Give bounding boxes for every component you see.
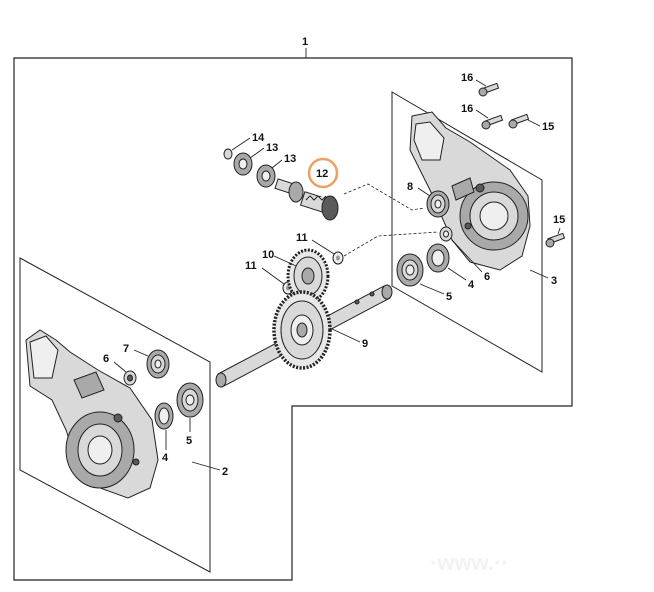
leader-8 xyxy=(417,187,431,197)
label-ring-4-left: 4 xyxy=(162,452,169,464)
label-washer-11-left: 11 xyxy=(245,260,257,272)
label-shaft-9: 9 xyxy=(362,338,368,350)
label-ring-4-right: 4 xyxy=(468,279,475,291)
bearing-5-right xyxy=(396,253,424,287)
dashed-align-upper xyxy=(343,183,425,211)
label-clip-14: 14 xyxy=(252,132,265,144)
leader-16b xyxy=(475,109,489,119)
ring-4-left xyxy=(154,402,174,430)
gear-10 xyxy=(286,248,330,304)
leader-2 xyxy=(191,461,221,471)
bearing-8 xyxy=(426,190,450,218)
assembly-frame xyxy=(13,57,573,581)
ring-13-b xyxy=(256,164,276,188)
shaft-9 xyxy=(215,284,393,388)
leader-13b xyxy=(271,159,283,169)
leader-14 xyxy=(231,137,251,151)
leader-10 xyxy=(273,255,297,267)
label-screw-16-top: 16 xyxy=(461,72,473,84)
leader-3 xyxy=(529,269,549,279)
leader-6r xyxy=(451,239,483,273)
leader-13a xyxy=(249,147,265,159)
housing-right xyxy=(409,111,531,271)
label-housing-right: 3 xyxy=(551,275,557,287)
label-screw-15-right: 15 xyxy=(553,214,565,226)
bearing-5-left xyxy=(176,382,204,418)
leader-5r xyxy=(419,283,445,295)
leader-4r xyxy=(447,267,467,281)
label-bearing-5-right: 5 xyxy=(446,291,452,303)
bearing-6-right xyxy=(439,226,453,242)
label-screw-15-top: 15 xyxy=(542,121,554,133)
label-ring-13-a: 13 xyxy=(266,142,278,154)
screw-15-top xyxy=(508,113,530,129)
leader-11left xyxy=(261,267,285,285)
label-bearing-7: 7 xyxy=(123,343,129,355)
bearing-7 xyxy=(146,349,170,379)
label-washer-11-top: 11 xyxy=(296,232,308,244)
bearing-6-left xyxy=(123,370,137,386)
screw-16-mid xyxy=(481,114,504,130)
screw-16-top xyxy=(478,82,500,97)
leader-15a xyxy=(527,119,541,127)
label-bearing-8: 8 xyxy=(407,181,413,193)
leader-7 xyxy=(133,349,149,357)
leader-15b xyxy=(557,227,561,235)
label-gear-10: 10 xyxy=(262,249,274,261)
label-bearing-5-left: 5 xyxy=(186,435,192,447)
washer-11-top xyxy=(332,251,344,265)
ring-13-a xyxy=(233,152,253,176)
ring-4-right xyxy=(426,243,450,273)
label-pinion-12: 12 xyxy=(316,168,328,180)
dashed-align-lower xyxy=(343,231,439,257)
housing-left xyxy=(25,329,159,499)
pinion-12 xyxy=(274,178,339,221)
leader-9 xyxy=(329,327,361,343)
housing-left-panel xyxy=(19,257,211,573)
highlight-circle-12 xyxy=(307,157,339,189)
leader-16a xyxy=(475,79,487,87)
clip-14 xyxy=(223,148,233,160)
label-ring-13-b: 13 xyxy=(284,153,296,165)
screw-15-right xyxy=(545,232,566,248)
label-bearing-6-right: 6 xyxy=(484,271,490,283)
label-assembly: 1 xyxy=(302,36,308,48)
watermark: ·www.·· xyxy=(430,550,509,575)
label-bearing-6-left: 6 xyxy=(103,353,109,365)
leader-11top xyxy=(311,239,335,255)
label-housing-left: 2 xyxy=(222,466,228,478)
housing-right-panel xyxy=(391,91,543,373)
label-screw-16-mid: 16 xyxy=(461,103,473,115)
leader-6l xyxy=(113,361,127,373)
